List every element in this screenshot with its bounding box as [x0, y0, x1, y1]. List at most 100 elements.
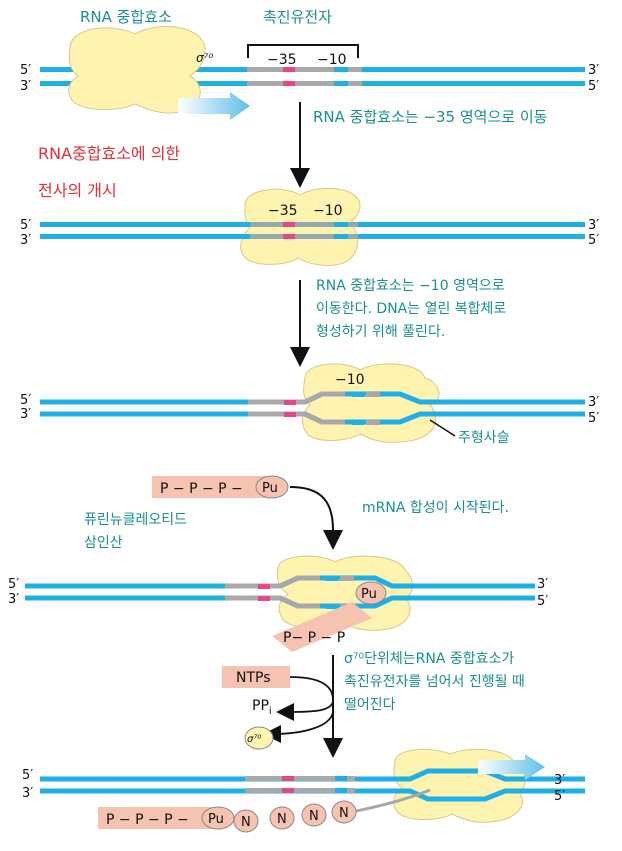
promoter-bracket	[247, 44, 359, 58]
purine-ntp: P − P − P − Pu	[152, 475, 343, 550]
pppu-text-3: P − P − P −	[106, 812, 189, 828]
promoter-region-bottom-5	[245, 788, 355, 793]
promoter-region-bottom	[247, 81, 362, 86]
minus10-box-top-3	[352, 392, 364, 397]
promoter-region-bottom-3	[248, 411, 345, 425]
initiation-text-line2: 전사의 개시	[38, 181, 117, 200]
minus10-label-1: −10	[317, 52, 347, 68]
end-5-bottom-right-4: 5′	[537, 594, 548, 609]
end-5-bottom-right-5: 5′	[554, 789, 565, 804]
step4-text-line2: 촉진유전자를 넘어서 진행될 때	[344, 674, 525, 690]
n-text-4: N	[339, 806, 349, 821]
promoter-region-top-5	[245, 776, 355, 781]
promoter-label: 촉진유전자	[263, 8, 332, 26]
promoter-gap-top-4	[340, 576, 354, 581]
promoter-region-bottom-2	[250, 234, 358, 239]
minus10-box-bottom-3	[352, 420, 364, 425]
end-3-bottom-left-3: 3′	[20, 407, 31, 422]
pu-circle-1	[255, 475, 289, 499]
flow-arrow-3	[289, 486, 343, 550]
stage-5: P − P − P − Pu N N N N 5′ 3′ 3′ 5′	[22, 748, 585, 833]
end-3-bottom-left-4: 3′	[8, 592, 19, 607]
minus10-box-top	[334, 67, 348, 72]
stage-3: −10 5′ 3′ 3′ 5′ 주형사슬	[20, 363, 599, 446]
minus35-box-top-3	[284, 400, 296, 405]
minus10-box-bottom-5	[335, 788, 347, 793]
rna-tag-2	[272, 602, 372, 652]
pppu-tag-3	[98, 807, 218, 829]
end-5-top-left-5: 5′	[22, 768, 33, 783]
ntps-tag	[222, 666, 290, 688]
step2-text-line1: RNA 중합효소는 −10 영역으로	[316, 278, 505, 294]
template-strand-pointer	[429, 419, 456, 437]
n-circle-3	[301, 803, 327, 827]
stage-1: σ⁷⁰ RNA 중합효소 촉진유전자 −35 −10 5′ 3′ 3′ 5′	[20, 8, 599, 120]
end-3-bottom-left-2: 3′	[20, 233, 31, 248]
promoter-gap-bottom-3	[366, 420, 380, 425]
sigma-subunit	[244, 726, 274, 750]
minus35-box-bottom-3	[284, 412, 296, 417]
minus35-box-top-4	[258, 584, 270, 589]
end-3-top-right-5: 3′	[554, 773, 565, 788]
end-3-top-right-4: 3′	[537, 577, 548, 592]
ntps-curve	[289, 676, 334, 701]
pu-text-3: Pu	[208, 812, 224, 827]
minus10-box-bottom-2	[334, 234, 348, 239]
promoter-region-top-4	[225, 575, 320, 589]
n-text-3: N	[309, 809, 319, 824]
promoter-region-top	[247, 67, 362, 72]
minus35-box-bottom-4	[258, 596, 270, 601]
step3-text: mRNA 합성이 시작된다.	[362, 500, 509, 516]
n-circle-2	[269, 806, 295, 830]
sigma-label-1: σ⁷⁰	[196, 51, 213, 65]
stage-2: −35 −10 5′ 3′ 3′ 5′	[20, 187, 599, 266]
promoter-gap-top-3	[366, 392, 380, 397]
movement-arrow-2	[478, 754, 545, 780]
step2-text-line3: 형성하기 위해 풀린다.	[316, 324, 445, 340]
n-circle-4	[331, 800, 357, 824]
end-5-bottom-right-3: 5′	[588, 411, 599, 426]
initiation-text-line1: RNA중합효소에 의한	[38, 144, 180, 163]
minus10-box-top-2	[334, 222, 348, 227]
promoter-region-bottom-4	[225, 595, 320, 609]
end-5-bottom-right-1: 5′	[588, 79, 599, 94]
end-5-top-left-2: 5′	[20, 218, 31, 233]
minus10-box-top-5	[335, 776, 347, 781]
pppu-text-1: P − P − P −	[160, 481, 243, 497]
purine-text-line2: 삼인산	[84, 535, 123, 551]
end-5-bottom-right-2: 5′	[588, 233, 599, 248]
end-5-top-left-3: 5′	[20, 393, 31, 408]
promoter-region-top-2	[250, 222, 358, 227]
minus10-box-bottom	[334, 81, 348, 86]
nascent-rna	[351, 788, 431, 814]
stage-4: P− P − P Pu 5′ 3′ 3′ 5′	[8, 555, 548, 652]
n-text-1: N	[241, 815, 251, 830]
ppi-text: PPi	[252, 698, 272, 717]
minus35-box-top	[283, 67, 295, 72]
end-5-top-left-4: 5′	[8, 577, 19, 592]
movement-arrow-1	[178, 92, 250, 120]
minus35-label-1: −35	[267, 52, 297, 68]
minus35-box-top-5	[282, 776, 294, 781]
step2-text-line2: 이동한다. DNA는 열린 복합체로	[316, 301, 506, 317]
rna-polymerase-label: RNA 중합효소	[80, 8, 172, 26]
minus35-box-bottom-5	[282, 788, 294, 793]
end-3-top-right-1: 3′	[588, 63, 599, 78]
end-3-bottom-left-5: 3′	[22, 786, 33, 801]
step4-text-line3: 떨어진다	[344, 697, 396, 713]
minus35-label-2: −35	[268, 203, 298, 219]
end-5-top-left-1: 5′	[20, 63, 31, 78]
minus10-label-3: −10	[335, 372, 365, 388]
template-strand-label: 주형사슬	[458, 430, 510, 446]
step4-text-line1: σ⁷⁰단위체는RNA 중합효소가	[344, 651, 514, 667]
n-circle-1	[233, 809, 259, 833]
minus10-box-top-4	[326, 576, 338, 581]
minus10-label-2: −10	[313, 203, 343, 219]
purine-text-line1: 퓨린뉴클레오티드	[84, 512, 187, 528]
ntps-text: NTPs	[236, 670, 271, 686]
pppu-tag-1	[152, 476, 272, 498]
pu-text-1: Pu	[262, 481, 278, 496]
step1-text: RNA 중합효소는 −35 영역으로 이동	[313, 108, 548, 126]
minus35-box-bottom-2	[283, 234, 295, 239]
